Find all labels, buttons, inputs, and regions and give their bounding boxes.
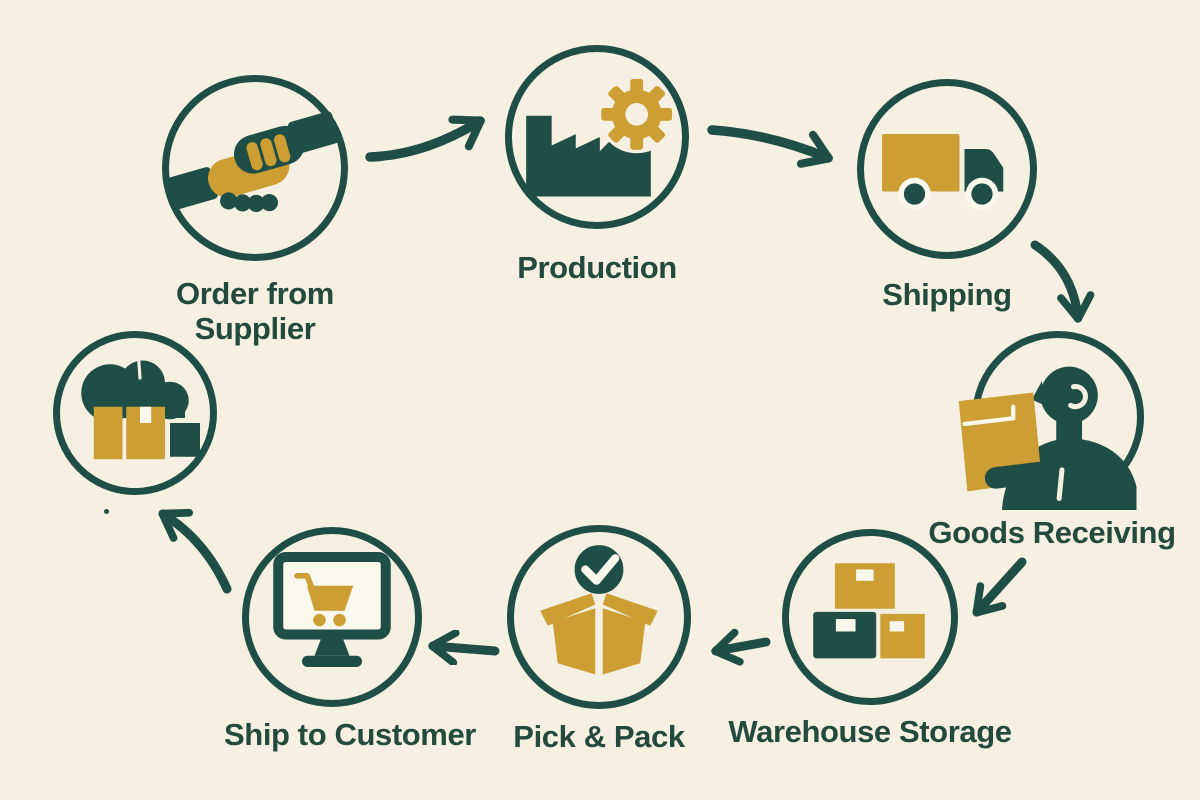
arrow-shipcustomer-to-cloud bbox=[158, 508, 232, 594]
node-label: Shipping bbox=[882, 277, 1012, 312]
monitor-shopping-cart-icon bbox=[273, 552, 391, 667]
cloud-boxes-icon bbox=[81, 358, 200, 460]
arrow-production-to-shipping bbox=[707, 125, 833, 168]
node-circle bbox=[242, 527, 422, 707]
node-cloud-inventory bbox=[53, 331, 217, 495]
person-receiving-box-icon bbox=[958, 366, 1137, 510]
arrow-order-to-production bbox=[365, 115, 485, 162]
node-circle bbox=[162, 75, 348, 261]
handshake-icon bbox=[169, 111, 340, 213]
delivery-truck-icon bbox=[882, 134, 1004, 211]
node-label: Goods Receiving bbox=[928, 515, 1176, 550]
arrow-warehouse-to-pickpack bbox=[711, 628, 771, 666]
node-circle bbox=[53, 331, 217, 495]
node-label: Ship to Customer bbox=[224, 717, 476, 752]
decorative-dot bbox=[104, 509, 109, 514]
node-circle bbox=[505, 45, 689, 229]
node-order-from-supplier: Order from Supplier bbox=[162, 75, 348, 346]
node-warehouse-storage: Warehouse Storage bbox=[728, 529, 1012, 749]
node-label: Warehouse Storage bbox=[728, 714, 1012, 749]
arrow-shipping-to-receiving bbox=[1030, 240, 1095, 323]
node-circle bbox=[958, 331, 1144, 510]
node-ship-to-customer: Ship to Customer bbox=[224, 527, 476, 752]
node-circle bbox=[782, 529, 958, 705]
arrow-pickpack-to-shipcustomer bbox=[428, 630, 500, 665]
node-label: Pick & Pack bbox=[513, 719, 685, 754]
node-shipping: Shipping bbox=[857, 79, 1037, 312]
node-pick-and-pack: Pick & Pack bbox=[507, 525, 691, 754]
stacked-boxes-icon bbox=[813, 563, 925, 659]
factory-gear-icon bbox=[526, 75, 676, 197]
node-label: Production bbox=[517, 250, 677, 285]
node-circle bbox=[507, 525, 691, 709]
open-box-checkmark-icon bbox=[540, 542, 658, 675]
node-goods-receiving: Goods Receiving bbox=[928, 331, 1176, 550]
node-production: Production bbox=[505, 45, 689, 285]
node-label: Order from Supplier bbox=[176, 276, 334, 346]
node-circle bbox=[857, 79, 1037, 259]
arrow-receiving-to-warehouse bbox=[972, 557, 1027, 617]
